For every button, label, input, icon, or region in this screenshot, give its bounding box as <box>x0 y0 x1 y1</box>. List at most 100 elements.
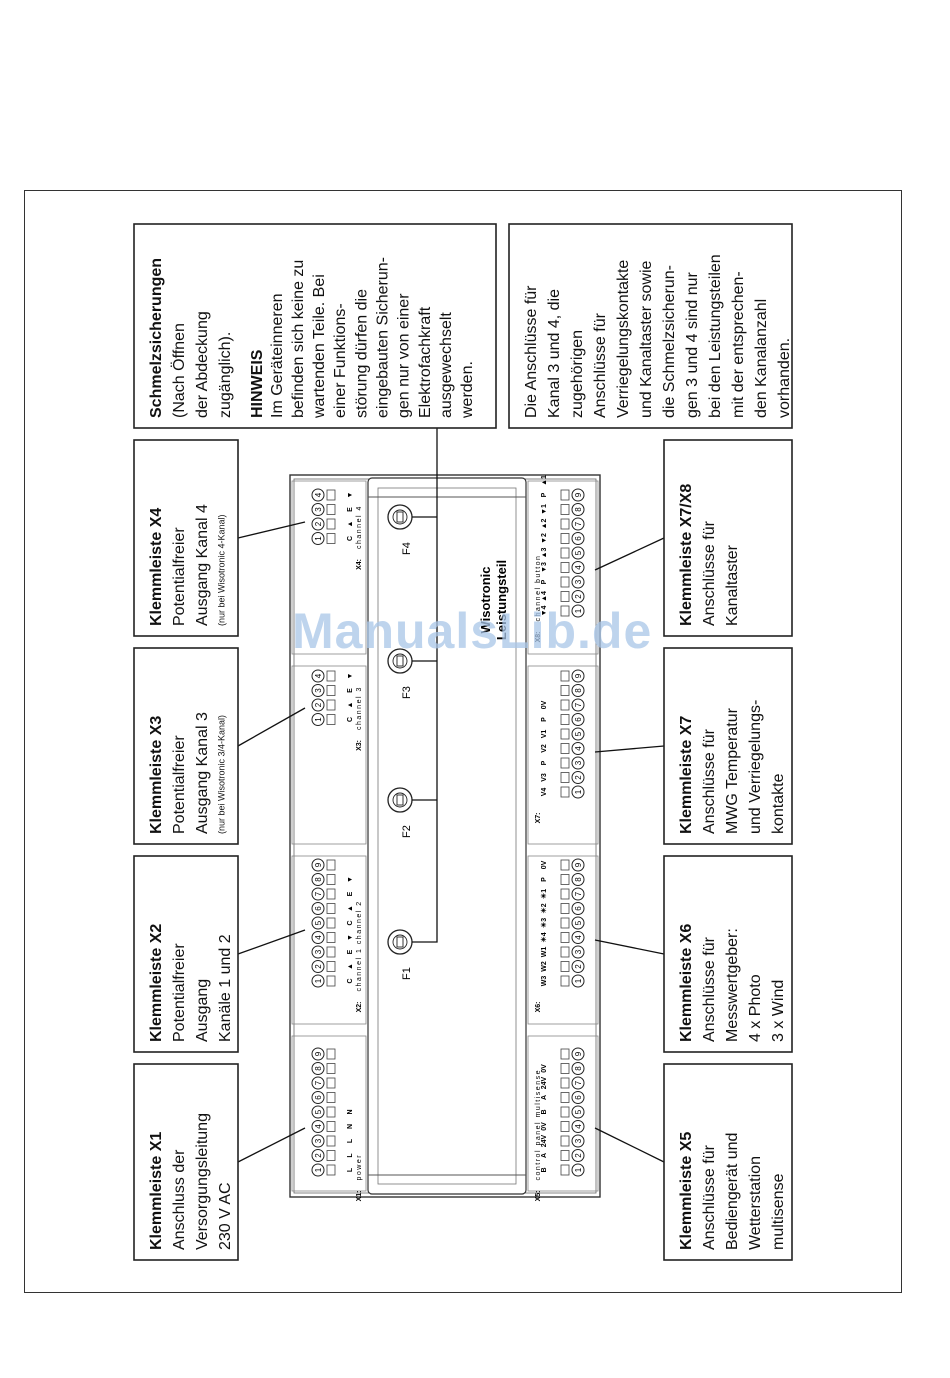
pin-signal: V4 <box>541 788 548 797</box>
terminal-pin: 2 <box>560 590 585 603</box>
box-line: Ausgang Kanal 3 <box>194 712 211 834</box>
terminal-pin: 3 <box>311 945 336 959</box>
device-brand: Wisotronic <box>478 566 493 633</box>
leader-line <box>237 707 306 747</box>
pin-signal: B <box>541 1109 548 1114</box>
terminal-pin: 7 <box>560 517 585 531</box>
terminal-pin: 2 <box>311 517 336 531</box>
terminal-pin: 3 <box>560 945 585 959</box>
fuse-label: F2 <box>401 825 413 838</box>
pin-number: 5 <box>314 1109 323 1114</box>
pin-signal: ▲ <box>347 702 354 709</box>
fuse-f2: F2 <box>387 787 413 838</box>
box-line: 3 x Wind <box>770 980 787 1042</box>
pin-number: 2 <box>314 1153 323 1158</box>
pin-signal: L <box>347 1138 354 1143</box>
box-note: (nur bei Wisotronic 3/4-Kanal) <box>216 715 226 834</box>
terminal-subtitle: channel button <box>535 555 542 622</box>
box-title: Klemmleiste X3 <box>148 716 165 834</box>
pin-signal: ▲1 <box>541 475 548 486</box>
fuse-f3: F3 <box>387 648 413 699</box>
pin-signal: L <box>347 1153 354 1158</box>
pin-number: 7 <box>574 702 583 707</box>
terminal-id: X4: <box>356 559 363 570</box>
terminal-pin: 7 <box>311 1076 336 1090</box>
leader-line <box>237 521 306 539</box>
terminal-pin: 1 <box>311 532 336 545</box>
terminal-subtitle: channel 1 channel 2 <box>356 900 363 991</box>
terminal-pin: 4 <box>560 931 585 944</box>
pin-signal: ▼ <box>347 492 354 499</box>
pin-signal: ▲3 <box>541 547 548 558</box>
terminal-pin: 8 <box>560 684 585 697</box>
terminal-pin: 5 <box>560 916 585 930</box>
pin-signal: ☀2 <box>540 903 548 913</box>
pin-signal: ▼3 <box>541 562 548 573</box>
pin-number: 8 <box>314 877 323 882</box>
terminal-pin: 5 <box>560 727 585 741</box>
pin-number: 1 <box>314 536 323 541</box>
terminal-pin: 1 <box>560 604 585 618</box>
box-line: Anschlüsse für <box>701 1144 718 1250</box>
pin-number: 7 <box>314 891 323 896</box>
leader-line <box>594 1127 665 1163</box>
box-line: Potentialfreier <box>171 943 188 1042</box>
pin-signal: C <box>347 978 354 983</box>
terminal-pin: 2 <box>311 698 336 712</box>
pin-number: 2 <box>314 702 323 707</box>
pin-number: 2 <box>314 521 323 526</box>
terminal-pin: 8 <box>560 503 585 516</box>
pin-signal: ▼4 <box>541 605 548 616</box>
terminal-pin: 1 <box>311 713 336 726</box>
box-line: zugehörigen <box>569 330 586 418</box>
box-line: Wetterstation <box>747 1156 764 1250</box>
pin-number: 4 <box>574 746 583 751</box>
terminal-pin: 8 <box>560 873 585 886</box>
pin-number: 9 <box>574 673 583 678</box>
box-line: Ausgang Kanal 4 <box>194 504 211 626</box>
pin-number: 9 <box>574 492 583 497</box>
hint-title: HINWEIS <box>249 349 266 418</box>
terminal-pin: 3 <box>560 1134 585 1148</box>
terminal-pin: 7 <box>311 887 336 901</box>
pin-number: 4 <box>574 935 583 940</box>
terminal-pin: 2 <box>311 1149 336 1162</box>
pin-signal: ▲ <box>347 963 354 970</box>
leader-line <box>237 929 306 955</box>
pin-number: 9 <box>314 862 323 867</box>
pin-number: 6 <box>314 1095 323 1100</box>
pin-number: 5 <box>314 920 323 925</box>
pin-number: 7 <box>574 891 583 896</box>
pin-number: 7 <box>574 521 583 526</box>
pin-signal: C <box>347 536 354 541</box>
pin-number: 2 <box>574 594 583 599</box>
pin-signal: A <box>541 1153 548 1158</box>
terminal-pin: 3 <box>311 1134 336 1148</box>
box-line: den Kanalanzahl <box>753 299 770 418</box>
pin-signal: P <box>541 877 548 882</box>
terminal-pin: 1 <box>311 974 336 988</box>
terminal-subtitle: control panel multisense <box>535 1069 542 1181</box>
pin-signal: ▲ <box>347 905 354 912</box>
box-line: MWG Temperatur <box>724 707 741 834</box>
pin-signal: C <box>347 920 354 925</box>
hint-line: Elektrofachkraft <box>417 306 434 418</box>
pin-number: 2 <box>574 964 583 969</box>
box-title: Klemmleiste X6 <box>678 924 695 1042</box>
terminal-pin: 1 <box>311 1163 336 1177</box>
pin-number: 5 <box>574 1109 583 1114</box>
pin-number: 5 <box>574 920 583 925</box>
terminal-pin: 2 <box>560 1149 585 1162</box>
terminal-pin: 4 <box>311 1120 336 1133</box>
terminal-pin: 1 <box>560 1163 585 1177</box>
pin-signal: L <box>347 1167 354 1172</box>
leader-lines <box>237 428 665 1163</box>
